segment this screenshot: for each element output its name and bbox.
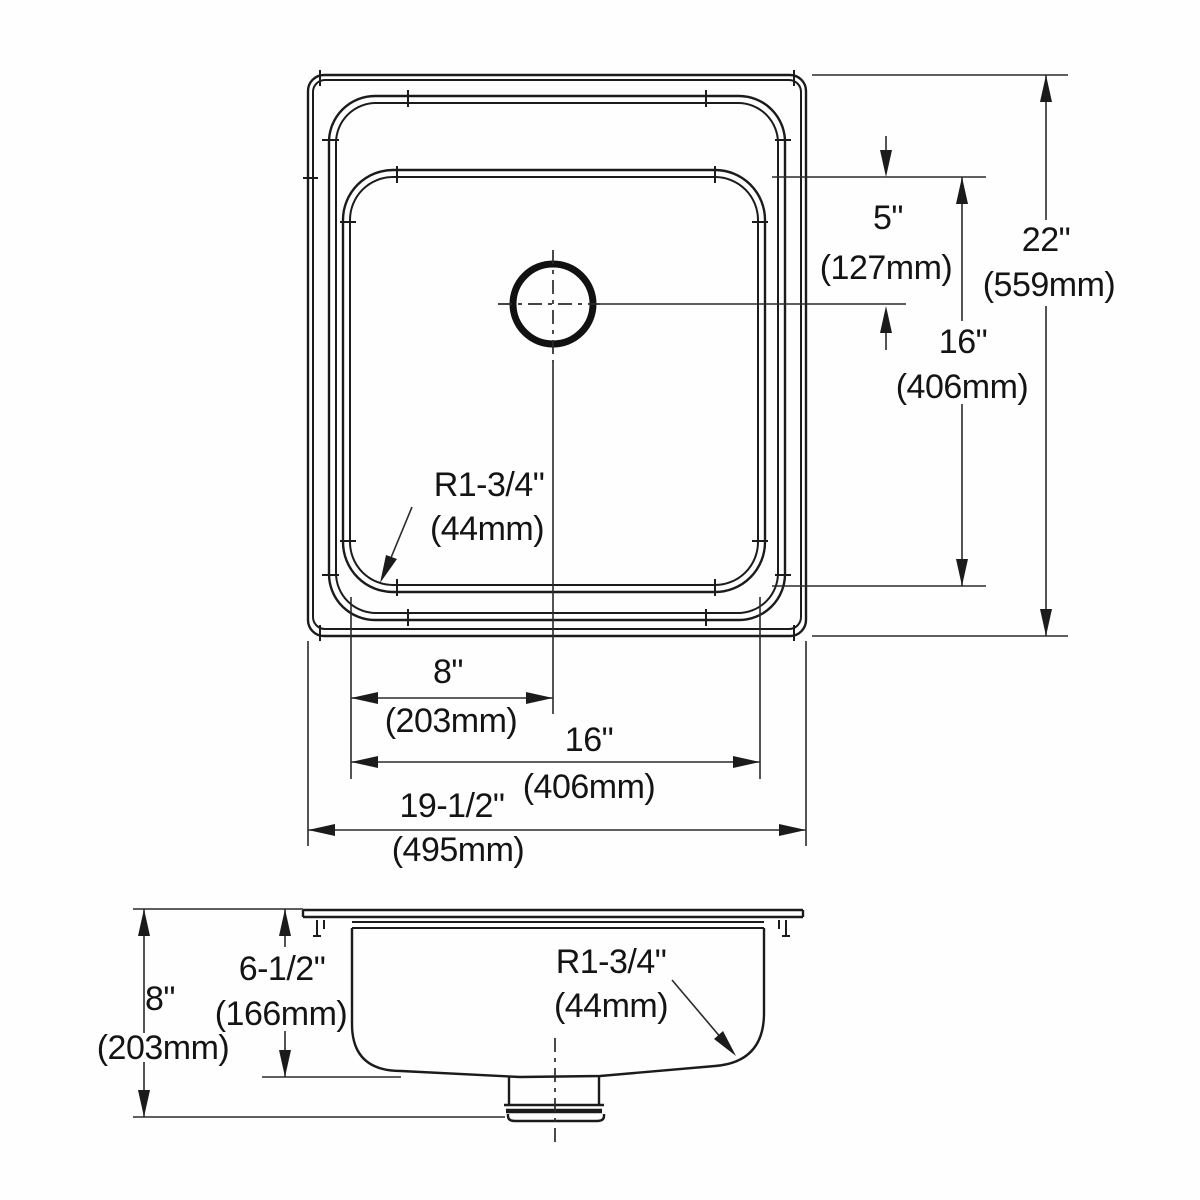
arrow-down-icon	[279, 1050, 291, 1077]
arrow-up-icon	[880, 306, 892, 333]
arrow-right-icon	[779, 824, 806, 836]
dim-overall-depth-in: 8"	[145, 980, 175, 1018]
tangent-ticks	[303, 70, 795, 641]
right-extension-lines	[772, 74, 1068, 637]
dim-overall-width-in: 19-1/2"	[400, 787, 505, 825]
mounting-clips	[313, 920, 790, 937]
arrow-down-icon	[880, 150, 892, 177]
dim-corner-radius-mm: (44mm)	[430, 510, 544, 548]
dim-overall-width-mm: (495mm)	[392, 831, 525, 869]
dim-bowl-length-mm: (406mm)	[896, 368, 1029, 406]
arrow-up-icon	[138, 909, 150, 936]
drain-centerline-cross	[498, 250, 600, 362]
side-view-dimensions: 8" (203mm) 6-1/2" (166mm) R1-3/4" (44mm)	[97, 908, 736, 1118]
drain-cap	[506, 1114, 606, 1123]
drain-centerline-extensions	[552, 303, 906, 714]
dim-bowl-depth-mm: (166mm)	[215, 995, 348, 1033]
arrow-left-icon	[351, 692, 378, 704]
outer-rim-inner-line	[312, 79, 802, 630]
leader-arrow-icon	[380, 555, 397, 583]
bowl-rim-inner-line	[349, 176, 759, 586]
top-view	[303, 70, 808, 641]
dim-overall-depth-mm: (203mm)	[97, 1029, 230, 1067]
drain-body	[504, 1077, 604, 1107]
bowl-profile	[350, 928, 766, 1079]
top-view-dimensions: 5" (127mm) 16" (406mm) 22" (559mm) R1-3/…	[307, 74, 1116, 869]
dim-bowl-width-mm: (406mm)	[523, 768, 656, 806]
flange-profile	[301, 908, 805, 919]
dim-bowl-depth-in: 6-1/2"	[239, 950, 326, 988]
arrow-up-icon	[1040, 75, 1052, 102]
dim-bowl-length-in: 16"	[939, 323, 987, 361]
arrow-right-icon	[733, 756, 760, 768]
dim-side-corner-radius-label: R1-3/4"	[556, 943, 667, 981]
dim-drain-offset-vertical-mm: (127mm)	[820, 249, 953, 287]
dim-drain-offset-horizontal-mm: (203mm)	[385, 702, 518, 740]
arrow-down-icon	[956, 559, 968, 586]
arrow-down-icon	[1040, 609, 1052, 636]
dim-overall-length-in: 22"	[1022, 221, 1070, 259]
dim-side-corner-radius-mm: (44mm)	[554, 987, 668, 1025]
arrow-left-icon	[308, 824, 335, 836]
dim-drain-offset-vertical-in: 5"	[873, 199, 903, 237]
bottom-extension-lines	[307, 597, 807, 846]
flange-edge-outline	[327, 94, 787, 622]
arrow-down-icon	[138, 1090, 150, 1117]
flange-edge-inner-line	[335, 102, 779, 614]
arrow-up-icon	[956, 177, 968, 204]
dim-bowl-width-in: 16"	[565, 721, 613, 759]
arrow-left-icon	[351, 756, 378, 768]
bowl-rim-outline	[341, 168, 767, 594]
rim-inner-lines	[352, 921, 764, 929]
arrow-right-icon	[526, 692, 553, 704]
arrow-up-icon	[279, 909, 291, 936]
outer-rim-outline	[306, 73, 808, 638]
side-view	[301, 908, 805, 1148]
dim-overall-length-mm: (559mm)	[983, 266, 1116, 304]
dim-drain-offset-horizontal-in: 8"	[433, 653, 463, 691]
leader-arrow-icon	[714, 1031, 736, 1056]
dim-corner-radius-label: R1-3/4"	[434, 466, 545, 504]
